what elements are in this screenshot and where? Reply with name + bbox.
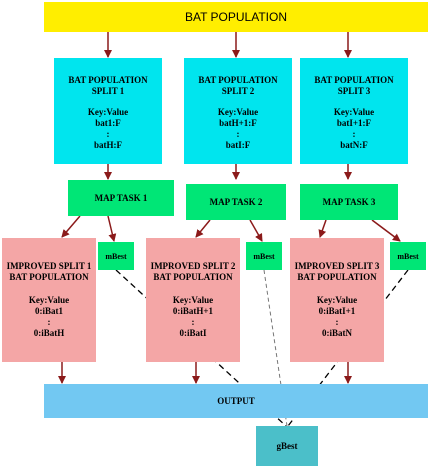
mbest-3-label: mBest <box>397 251 419 261</box>
improved-2-keyvalue: Key:Value <box>172 295 214 305</box>
split-3-box: BAT POPULATION SPLIT 3 Key:Value batI+1:… <box>300 58 408 164</box>
improved-3-subtitle: BAT POPULATION <box>297 272 377 282</box>
split-3-subtitle: SPLIT 3 <box>337 86 371 96</box>
split-1-line2: batH:F <box>94 140 122 150</box>
improved-2-subtitle: BAT POPULATION <box>153 272 233 282</box>
split-3-line2: batN:F <box>340 140 368 150</box>
improved-1-dots: : <box>47 317 51 327</box>
split-1-dots: : <box>106 129 110 139</box>
arrow-map3-improved3 <box>318 219 327 238</box>
output-box: OUTPUT <box>44 384 428 418</box>
gbest-label: gBest <box>276 441 298 451</box>
split-2-dots: : <box>236 129 240 139</box>
split-3-dots: : <box>352 129 356 139</box>
split-3-line1: batI+1:F <box>336 118 372 128</box>
split-3-keyvalue: Key:Value <box>333 107 375 117</box>
bat-population-label: BAT POPULATION <box>184 10 288 24</box>
split-2-line1: batH+1:F <box>219 118 257 128</box>
split-2-keyvalue: Key:Value <box>217 107 259 117</box>
gbest-box: gBest <box>256 426 318 466</box>
improved-2-dots: : <box>191 317 195 327</box>
improved-3-dots: : <box>335 317 339 327</box>
improved-1-subtitle: BAT POPULATION <box>9 272 89 282</box>
split-3-title: BAT POPULATION <box>314 75 394 85</box>
improved-1-line1: 0:iBat1 <box>35 306 63 316</box>
improved-2-line2: 0:iBatI <box>179 328 207 338</box>
improved-split-3-box: IMPROVED SPLIT 3 BAT POPULATION Key:Valu… <box>290 238 384 362</box>
arrow-map3-mbest3 <box>371 219 401 242</box>
improved-1-keyvalue: Key:Value <box>28 295 70 305</box>
map-task-2-label: MAP TASK 2 <box>209 197 263 207</box>
split-2-line2: batI:F <box>225 140 251 150</box>
improved-3-line1: 0:iBatI+1 <box>318 306 356 316</box>
split-1-subtitle: SPLIT 1 <box>91 86 125 96</box>
arrow-map2-mbest2 <box>249 219 263 242</box>
split-1-box: BAT POPULATION SPLIT 1 Key:Value bat1:F … <box>54 58 162 164</box>
improved-split-1-box: IMPROVED SPLIT 1 BAT POPULATION Key:Valu… <box>2 238 96 362</box>
map-task-3-box: MAP TASK 3 <box>300 184 398 220</box>
arrow-map2-improved2 <box>195 219 211 238</box>
arrow-map1-mbest1 <box>107 215 117 242</box>
mbest-2-box: mBest <box>246 242 282 270</box>
map-task-1-box: MAP TASK 1 <box>68 180 174 216</box>
map-task-3-label: MAP TASK 3 <box>322 197 376 207</box>
improved-split-2-box: IMPROVED SPLIT 2 BAT POPULATION Key:Valu… <box>146 238 240 362</box>
arrow-map1-improved1 <box>61 215 81 238</box>
improved-2-title: IMPROVED SPLIT 2 <box>150 261 236 271</box>
dashed-mbest2-gbest <box>263 269 288 427</box>
mbest-1-label: mBest <box>105 251 127 261</box>
improved-3-keyvalue: Key:Value <box>316 295 358 305</box>
mbest-3-box: mBest <box>390 242 426 270</box>
bat-population-box: BAT POPULATION <box>44 2 428 32</box>
map-task-2-box: MAP TASK 2 <box>186 184 286 220</box>
improved-3-title: IMPROVED SPLIT 3 <box>294 261 380 271</box>
map-task-1-label: MAP TASK 1 <box>94 193 148 203</box>
split-1-keyvalue: Key:Value <box>87 107 129 117</box>
output-label: OUTPUT <box>217 396 255 406</box>
improved-1-line2: 0:iBatH <box>33 328 65 338</box>
mbest-2-label: mBest <box>253 251 275 261</box>
split-2-box: BAT POPULATION SPLIT 2 Key:Value batH+1:… <box>184 58 292 164</box>
split-2-subtitle: SPLIT 2 <box>221 86 255 96</box>
split-2-title: BAT POPULATION <box>198 75 278 85</box>
improved-3-line2: 0:iBatN <box>322 328 352 338</box>
split-1-title: BAT POPULATION <box>68 75 148 85</box>
split-1-line1: bat1:F <box>95 118 121 128</box>
improved-1-title: IMPROVED SPLIT 1 <box>6 261 92 271</box>
improved-2-line1: 0:iBatH+1 <box>172 306 214 316</box>
mbest-1-box: mBest <box>98 242 134 270</box>
